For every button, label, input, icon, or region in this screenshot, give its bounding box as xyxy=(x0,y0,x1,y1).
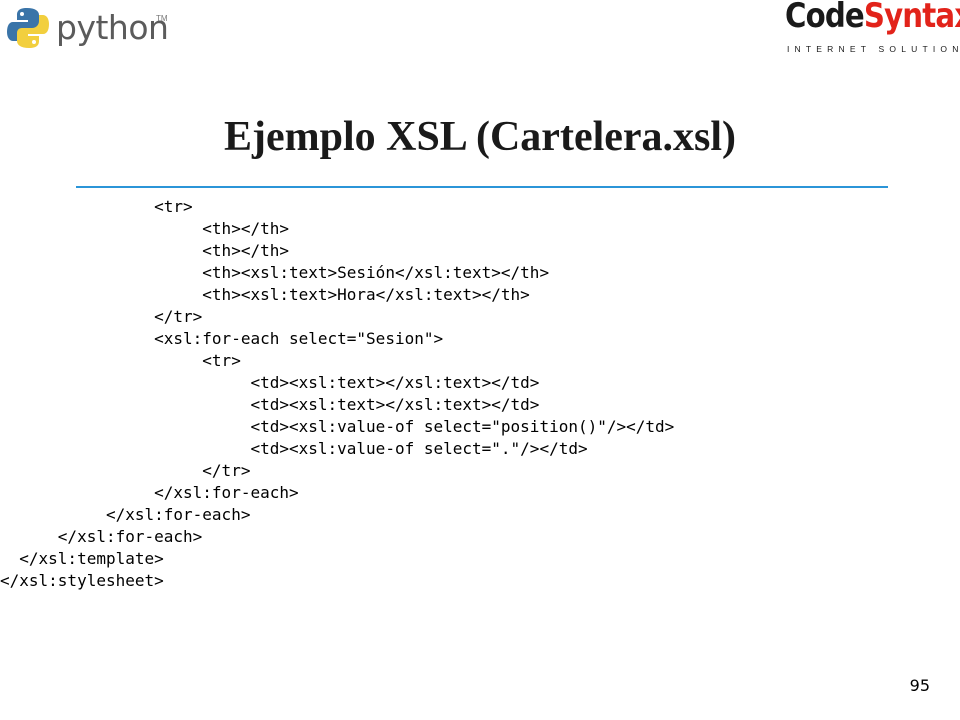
code-line: <xsl:for-each select="Sesion"> xyxy=(0,329,444,348)
python-trademark: TM xyxy=(156,14,168,23)
python-logo: python TM xyxy=(6,4,169,50)
code-line: <td><xsl:value-of select="position()"/><… xyxy=(0,417,675,436)
python-snake-icon xyxy=(7,8,49,48)
codesyntax-word-syntax: Syntax xyxy=(863,0,960,36)
code-line: </xsl:template> xyxy=(0,549,164,568)
code-line: </xsl:for-each> xyxy=(0,527,203,546)
page-number: 95 xyxy=(909,676,930,695)
code-line: <tr> xyxy=(0,351,241,370)
codesyntax-logo: CodeSyntax INTERNET SOLUTIONS xyxy=(785,0,960,56)
code-line: </tr> xyxy=(0,461,251,480)
code-line: <th><xsl:text>Hora</xsl:text></th> xyxy=(0,285,530,304)
codesyntax-tagline: INTERNET SOLUTIONS xyxy=(787,44,960,54)
code-line: <td><xsl:text></xsl:text></td> xyxy=(0,395,540,414)
code-line: <th></th> xyxy=(0,241,289,260)
code-line: <td><xsl:value-of select="."/></td> xyxy=(0,439,588,458)
code-line: <th><xsl:text>Sesión</xsl:text></th> xyxy=(0,263,550,282)
code-line: </xsl:stylesheet> xyxy=(0,571,164,590)
code-block: <tr> <th></th> <th></th> <th><xsl:text>S… xyxy=(0,196,674,592)
slide-title: Ejemplo XSL (Cartelera.xsl) xyxy=(223,114,737,160)
code-line: <td><xsl:text></xsl:text></td> xyxy=(0,373,540,392)
codesyntax-word-code: Code xyxy=(785,0,865,36)
code-line: <tr> xyxy=(0,197,193,216)
code-line: <th></th> xyxy=(0,219,289,238)
code-line: </xsl:for-each> xyxy=(0,505,251,524)
code-line: </xsl:for-each> xyxy=(0,483,299,502)
code-line: </tr> xyxy=(0,307,203,326)
title-divider xyxy=(76,186,888,188)
codesyntax-wordmark: CodeSyntax xyxy=(785,0,960,36)
python-wordmark: python xyxy=(56,8,169,47)
